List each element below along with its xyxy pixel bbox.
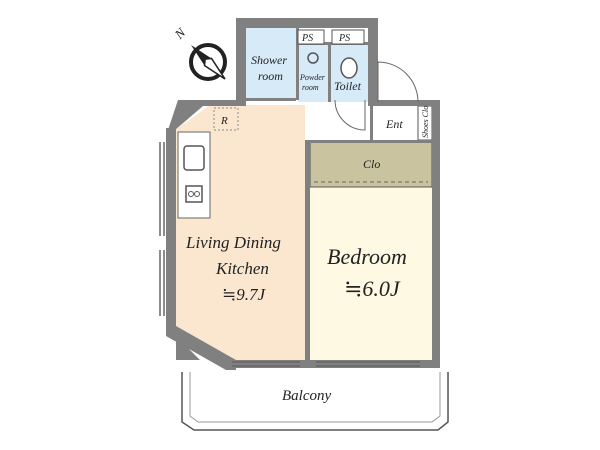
entrance-floor	[372, 106, 418, 140]
entrance-door	[377, 61, 419, 103]
ldk-label-1: Living Dining	[185, 233, 281, 252]
shoes-closet-label: Shoes Clo	[421, 106, 430, 138]
bedroom-label: Bedroom	[327, 244, 407, 269]
powder-room-label-2: room	[302, 83, 319, 92]
kitchen-counter	[177, 131, 211, 219]
bedroom-area: ≒6.0J	[344, 276, 401, 301]
ps-right-label: PS	[338, 33, 350, 44]
toilet-door	[334, 99, 366, 131]
ldk-label-2: Kitchen	[215, 259, 269, 278]
window-left	[159, 142, 165, 316]
toilet-label: Toilet	[334, 79, 362, 93]
ldk-area: ≒9.7J	[222, 285, 266, 304]
ps-left-box	[297, 29, 325, 45]
corner-column-top	[178, 100, 196, 118]
walls	[166, 18, 440, 370]
closet	[309, 141, 433, 188]
refrigerator-label: R	[220, 115, 228, 127]
ps-left-label: PS	[301, 33, 313, 44]
compass-rose-icon	[189, 43, 227, 81]
sink-icon	[183, 145, 205, 171]
window-bottom	[232, 361, 420, 367]
closet-label: Clo	[363, 157, 380, 171]
refrigerator-space	[213, 107, 239, 131]
toilet-fixture-icon	[340, 57, 358, 79]
shower-room-floor	[246, 28, 296, 100]
entrance-label: Ent	[385, 117, 403, 131]
bedroom-floor	[310, 188, 432, 360]
washbasin-icon	[307, 52, 319, 64]
balcony-label: Balcony	[282, 388, 331, 404]
shower-room-label-2: room	[258, 69, 283, 83]
balcony-outline	[181, 372, 449, 431]
compass-north-label: N	[171, 24, 189, 42]
shower-room-label-1: Shower	[251, 53, 287, 67]
balcony-rail	[189, 372, 441, 423]
powder-room-label-1: Powder	[299, 73, 326, 82]
ps-right-box	[331, 29, 365, 45]
corner-column-bottom	[176, 336, 200, 360]
